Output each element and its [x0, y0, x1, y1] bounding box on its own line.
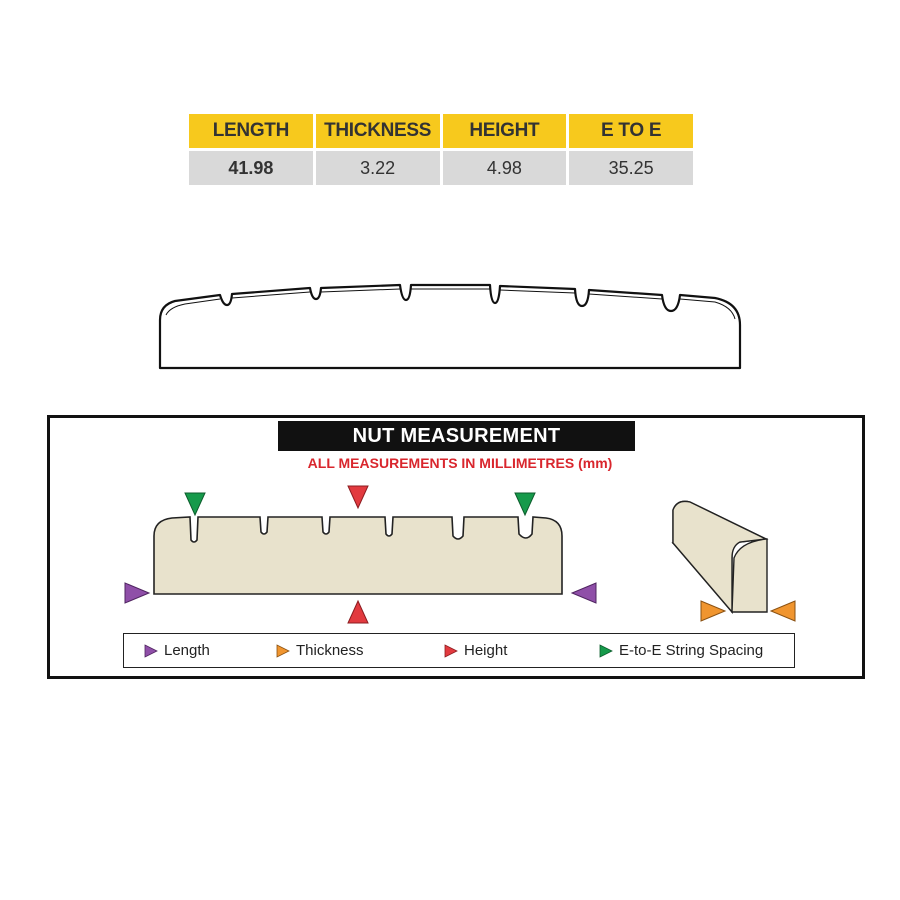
purple-triangle-left-icon	[124, 582, 151, 604]
legend-label: E-to-E String Spacing	[619, 642, 764, 659]
header-e-to-e: E TO E	[566, 111, 696, 151]
legend-label: Thickness	[296, 642, 364, 659]
legend-item-height: Height	[444, 642, 507, 659]
nut-outline-drawing	[158, 283, 742, 370]
green-triangle-right-icon	[514, 492, 536, 517]
value-thickness: 3.22	[312, 148, 443, 188]
red-triangle-top-icon	[347, 485, 369, 510]
header-thickness: THICKNESS	[312, 111, 443, 151]
legend-label: Height	[464, 642, 508, 659]
green-triangle-icon	[599, 643, 613, 658]
value-e-to-e: 35.25	[566, 148, 696, 188]
orange-triangle-right-icon	[769, 600, 796, 622]
legend-item-length: Length	[144, 642, 210, 659]
value-height: 4.98	[439, 148, 570, 188]
measurement-box: NUT MEASUREMENT ALL MEASUREMENTS IN MILL…	[47, 415, 865, 679]
green-triangle-left-icon	[184, 492, 206, 517]
spec-header-row: LENGTH THICKNESS HEIGHT E TO E	[186, 111, 696, 151]
header-length: LENGTH	[186, 111, 316, 151]
orange-triangle-icon	[276, 643, 290, 658]
red-triangle-bottom-icon	[347, 599, 369, 624]
header-height: HEIGHT	[439, 111, 570, 151]
red-triangle-icon	[444, 643, 458, 658]
legend-item-thickness: Thickness	[276, 642, 364, 659]
value-length: 41.98	[186, 148, 316, 188]
measurement-subtitle: ALL MEASUREMENTS IN MILLIMETRES (mm)	[307, 455, 613, 471]
spec-value-row: 41.98 3.22 4.98 35.25	[186, 148, 696, 188]
purple-triangle-right-icon	[570, 582, 597, 604]
measurement-title: NUT MEASUREMENT	[278, 421, 635, 451]
legend-item-e-to-e: E-to-E String Spacing	[599, 642, 763, 659]
orange-triangle-left-icon	[700, 600, 727, 622]
legend: Length Thickness Height E-to-E String Sp…	[123, 633, 795, 668]
nut-diagram	[124, 485, 796, 624]
nut-3d-view	[671, 500, 769, 614]
legend-label: Length	[164, 642, 210, 659]
spec-table: LENGTH THICKNESS HEIGHT E TO E 41.98 3.2…	[186, 111, 696, 188]
purple-triangle-icon	[144, 643, 158, 658]
nut-front-view	[153, 516, 563, 595]
